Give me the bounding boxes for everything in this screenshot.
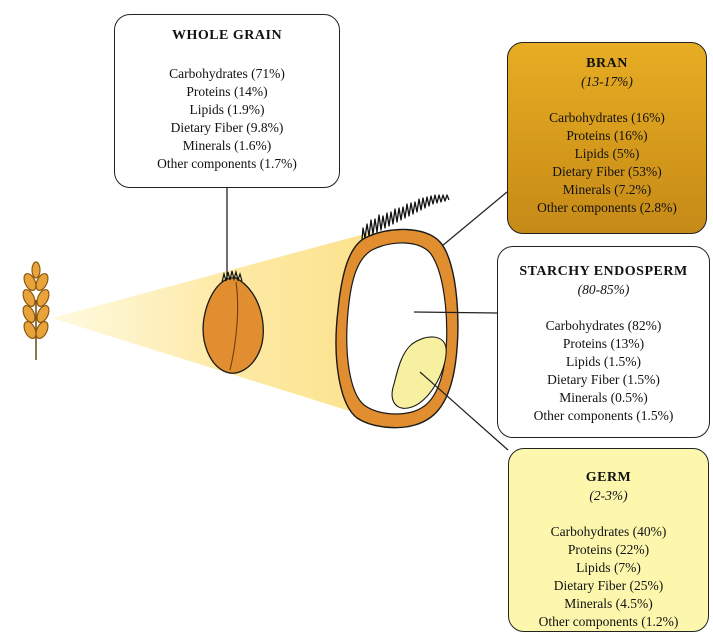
bran-composition: Carbohydrates (16%) Proteins (16%) Lipid…: [508, 109, 706, 217]
list-item: Other components (2.8%): [508, 199, 706, 217]
bran-box: BRAN (13-17%) Carbohydrates (16%) Protei…: [507, 42, 707, 234]
endosperm-title: STARCHY ENDOSPERM: [498, 263, 709, 281]
list-item: Lipids (5%): [508, 145, 706, 163]
germ-range: (2-3%): [509, 487, 708, 505]
whole-grain-box: WHOLE GRAIN Carbohydrates (71%) Proteins…: [114, 14, 340, 188]
list-item: Other components (1.2%): [509, 613, 708, 631]
wheat-ear-icon: [21, 262, 52, 360]
germ-title: GERM: [509, 469, 708, 487]
endosperm-range: (80-85%): [498, 281, 709, 299]
list-item: Other components (1.5%): [498, 407, 709, 425]
list-item: Dietary Fiber (1.5%): [498, 371, 709, 389]
germ-composition: Carbohydrates (40%) Proteins (22%) Lipid…: [509, 523, 708, 631]
list-item: Proteins (14%): [115, 83, 339, 101]
connector-bran: [442, 192, 507, 246]
list-item: Minerals (7.2%): [508, 181, 706, 199]
bran-range: (13-17%): [508, 73, 706, 91]
whole-grain-composition: Carbohydrates (71%) Proteins (14%) Lipid…: [115, 65, 339, 173]
germ-box: GERM (2-3%) Carbohydrates (40%) Proteins…: [508, 448, 709, 632]
list-item: Minerals (0.5%): [498, 389, 709, 407]
list-item: Dietary Fiber (25%): [509, 577, 708, 595]
kernel-cross-section-icon: [336, 195, 458, 428]
list-item: Proteins (13%): [498, 335, 709, 353]
list-item: Proteins (16%): [508, 127, 706, 145]
list-item: Carbohydrates (16%): [508, 109, 706, 127]
whole-grain-title: WHOLE GRAIN: [115, 27, 339, 45]
list-item: Other components (1.7%): [115, 155, 339, 173]
bran-title: BRAN: [508, 55, 706, 73]
list-item: Carbohydrates (82%): [498, 317, 709, 335]
list-item: Lipids (1.9%): [115, 101, 339, 119]
endosperm-composition: Carbohydrates (82%) Proteins (13%) Lipid…: [498, 317, 709, 425]
list-item: Dietary Fiber (53%): [508, 163, 706, 181]
list-item: Carbohydrates (40%): [509, 523, 708, 541]
list-item: Lipids (7%): [509, 559, 708, 577]
list-item: Dietary Fiber (9.8%): [115, 119, 339, 137]
list-item: Proteins (22%): [509, 541, 708, 559]
list-item: Carbohydrates (71%): [115, 65, 339, 83]
list-item: Lipids (1.5%): [498, 353, 709, 371]
starchy-endosperm-box: STARCHY ENDOSPERM (80-85%) Carbohydrates…: [497, 246, 710, 438]
list-item: Minerals (4.5%): [509, 595, 708, 613]
list-item: Minerals (1.6%): [115, 137, 339, 155]
